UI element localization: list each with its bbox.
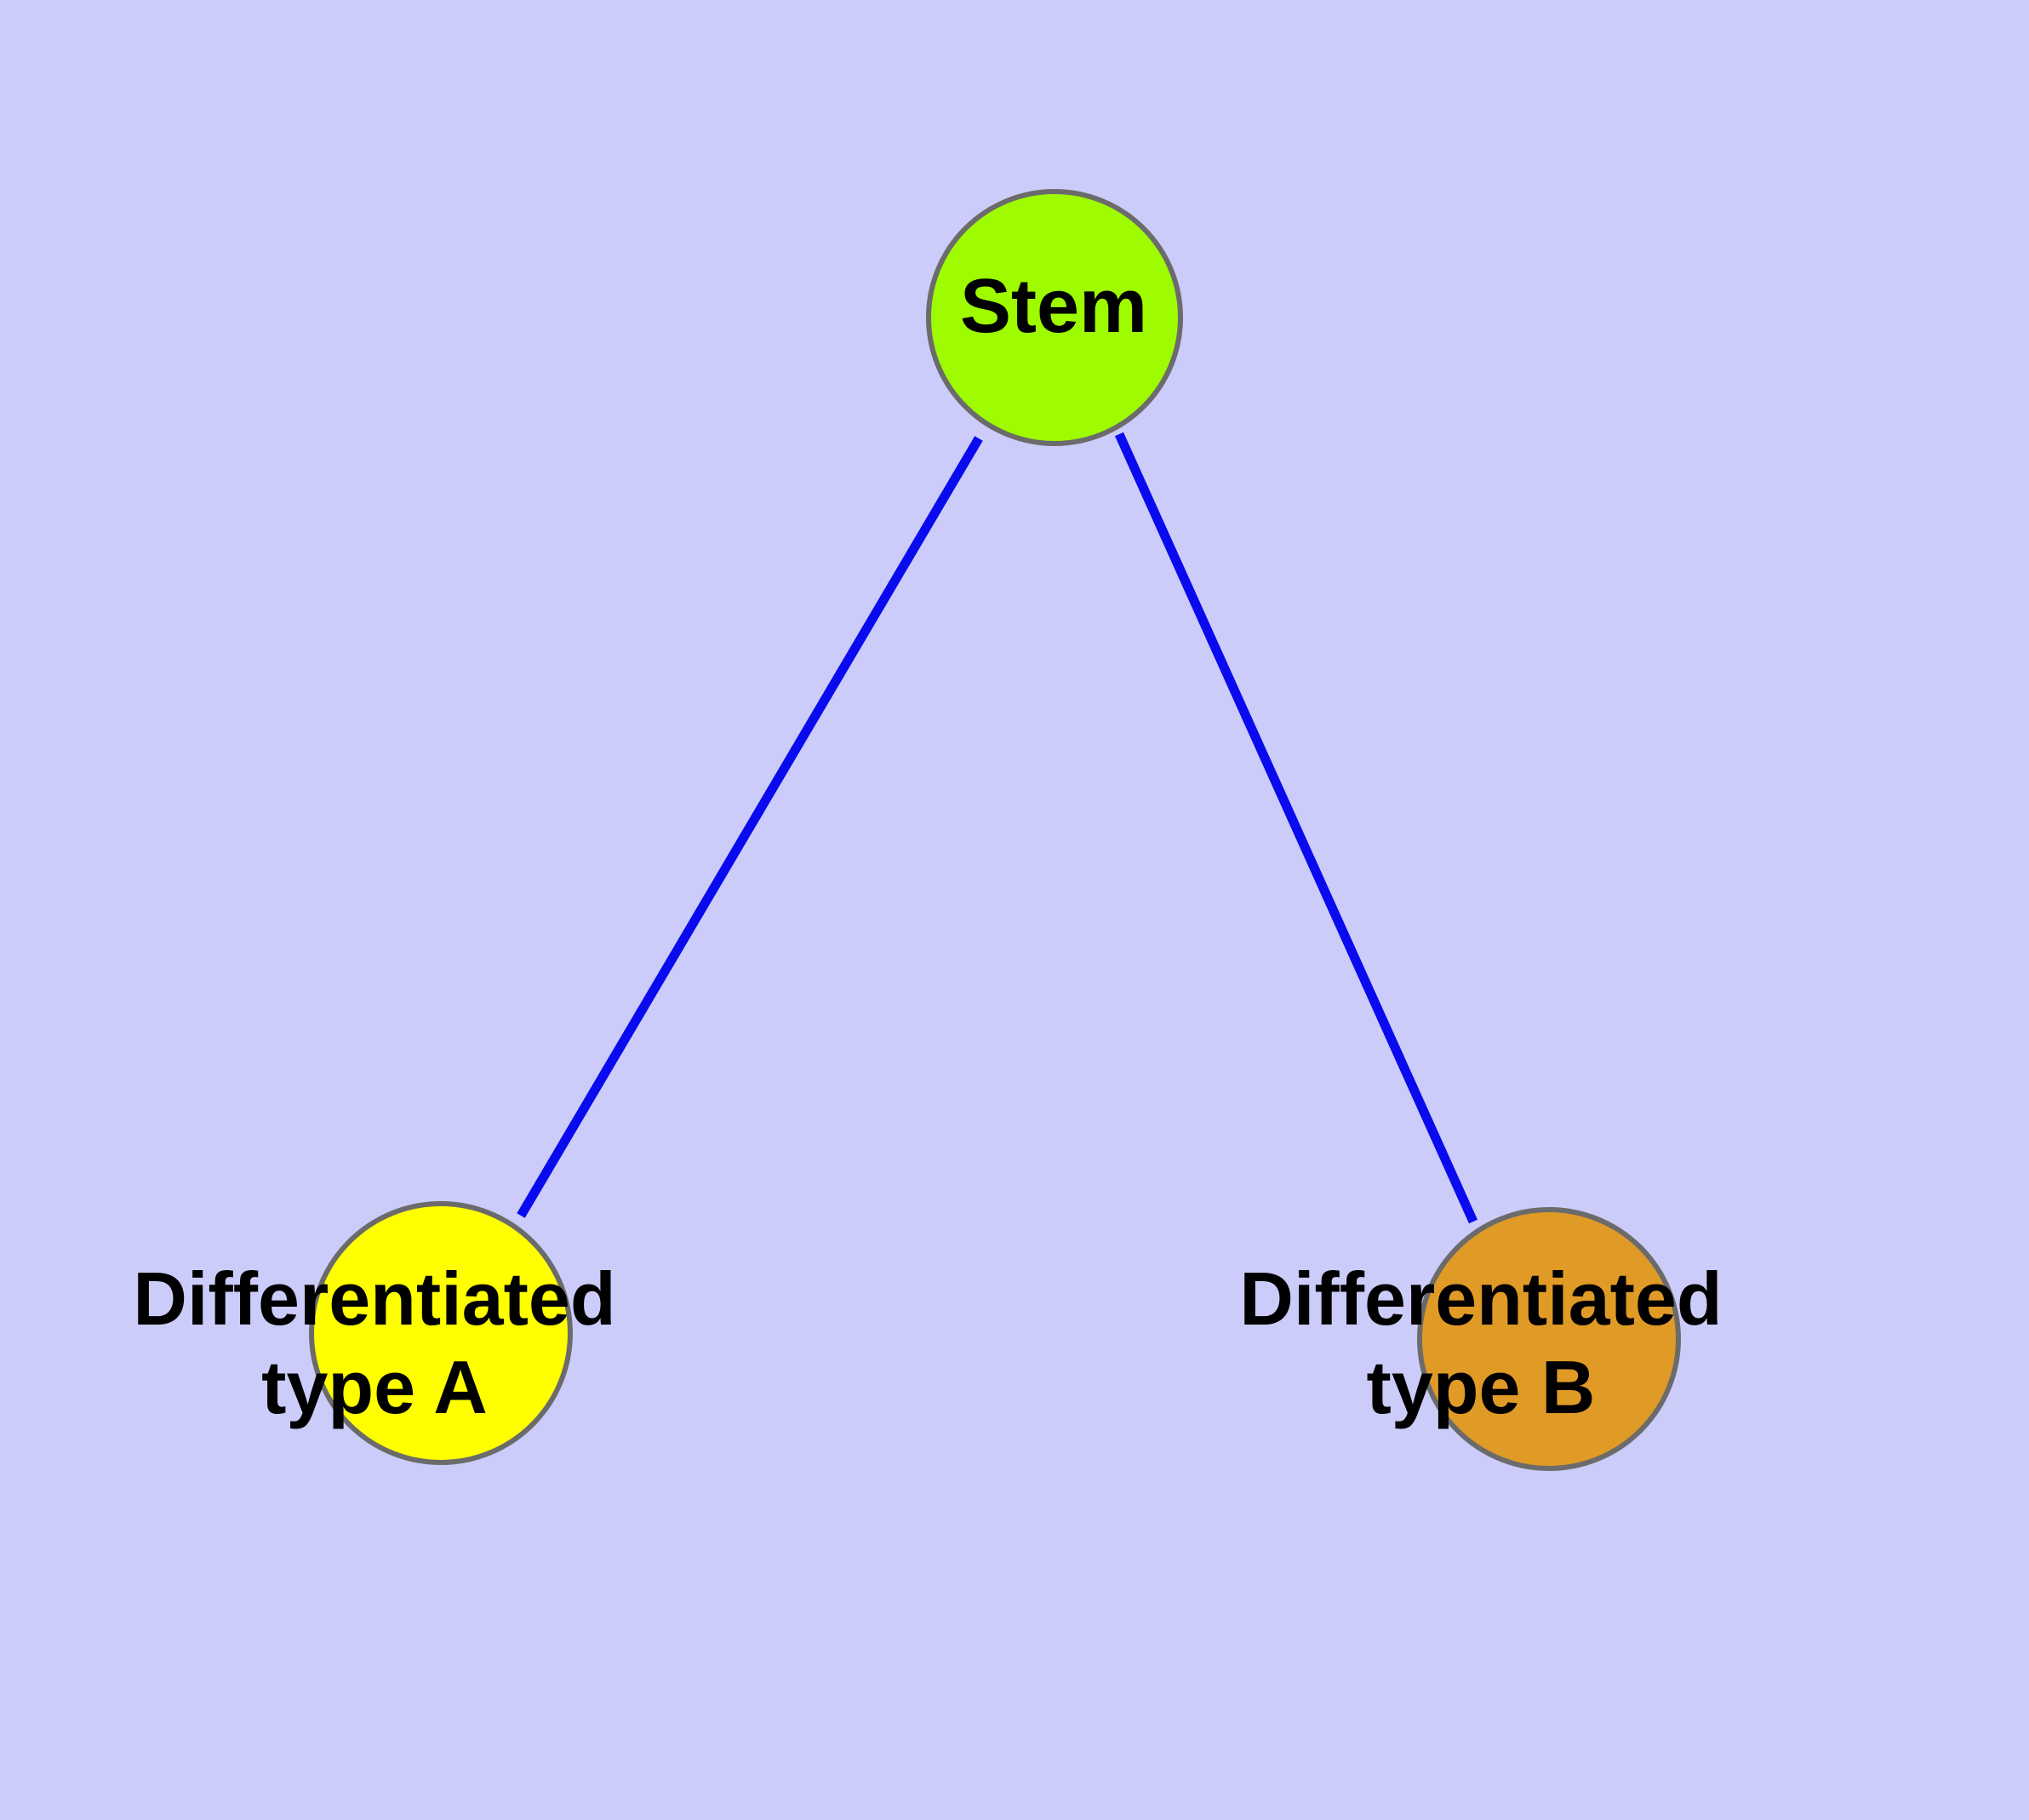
node-differentiated-type-b[interactable] [1417,1207,1681,1471]
edge-stem-to-type-b[interactable] [1114,432,1478,1224]
node-differentiated-type-a[interactable] [309,1201,573,1465]
edge-stem-to-type-a[interactable] [517,436,983,1218]
node-stem[interactable] [926,189,1183,446]
